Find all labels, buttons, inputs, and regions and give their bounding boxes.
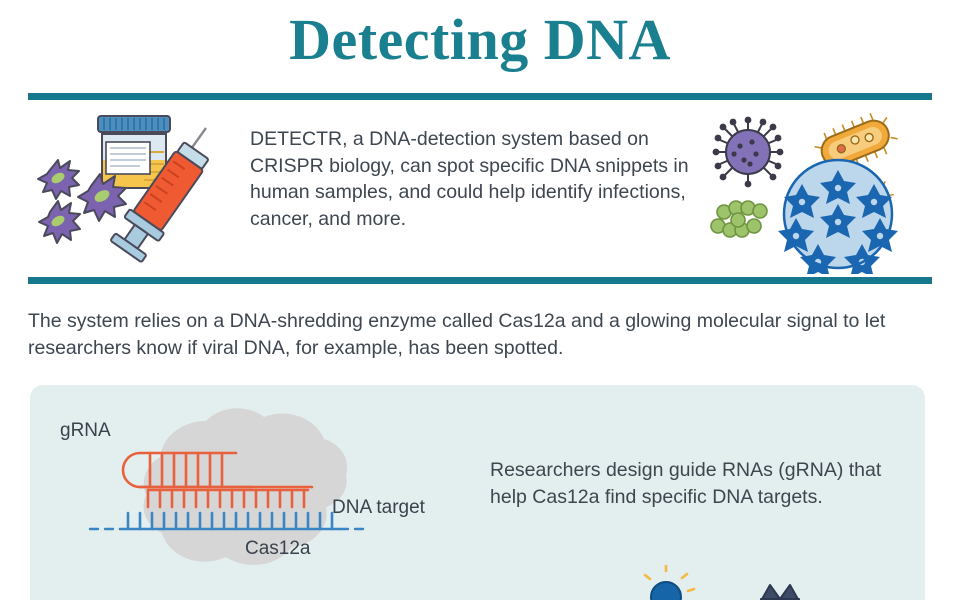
- spiked-virus-icon: [712, 116, 784, 188]
- label-cas12a: Cas12a: [245, 538, 311, 559]
- bacteria-rod-icon: [814, 113, 898, 173]
- label-grna: gRNA: [60, 420, 111, 441]
- streptococcus-chain-icon: [710, 200, 768, 238]
- reporter-molecules-illustration: [620, 563, 860, 600]
- pathogens-illustration: [690, 104, 940, 278]
- panel-paragraph: Researchers design guide RNAs (gRNA) tha…: [490, 459, 882, 508]
- cleaved-reporter-shape-icon: [760, 584, 800, 600]
- middle-paragraph: The system relies on a DNA-shredding enz…: [28, 310, 886, 359]
- divider-rule-top: [28, 93, 932, 100]
- divider-rule-bottom: [28, 277, 932, 284]
- dna-target-strand: [88, 511, 372, 531]
- label-dna-target: DNA target: [332, 497, 425, 518]
- mechanism-panel: Researchers design guide RNAs (gRNA) tha…: [30, 385, 925, 600]
- capsid-virus-icon: [778, 158, 898, 278]
- cas12a-grna-diagram: [40, 387, 480, 600]
- tumor-cells-icon: [37, 159, 127, 244]
- sample-collection-illustration: [28, 108, 238, 268]
- grna-strand: [121, 451, 314, 509]
- intro-paragraph: DETECTR, a DNA-detection system based on…: [250, 128, 689, 230]
- glowing-reporter-dot-icon: [643, 563, 696, 600]
- syringe-icon: [110, 127, 209, 263]
- page-title: Detecting DNA: [289, 7, 671, 72]
